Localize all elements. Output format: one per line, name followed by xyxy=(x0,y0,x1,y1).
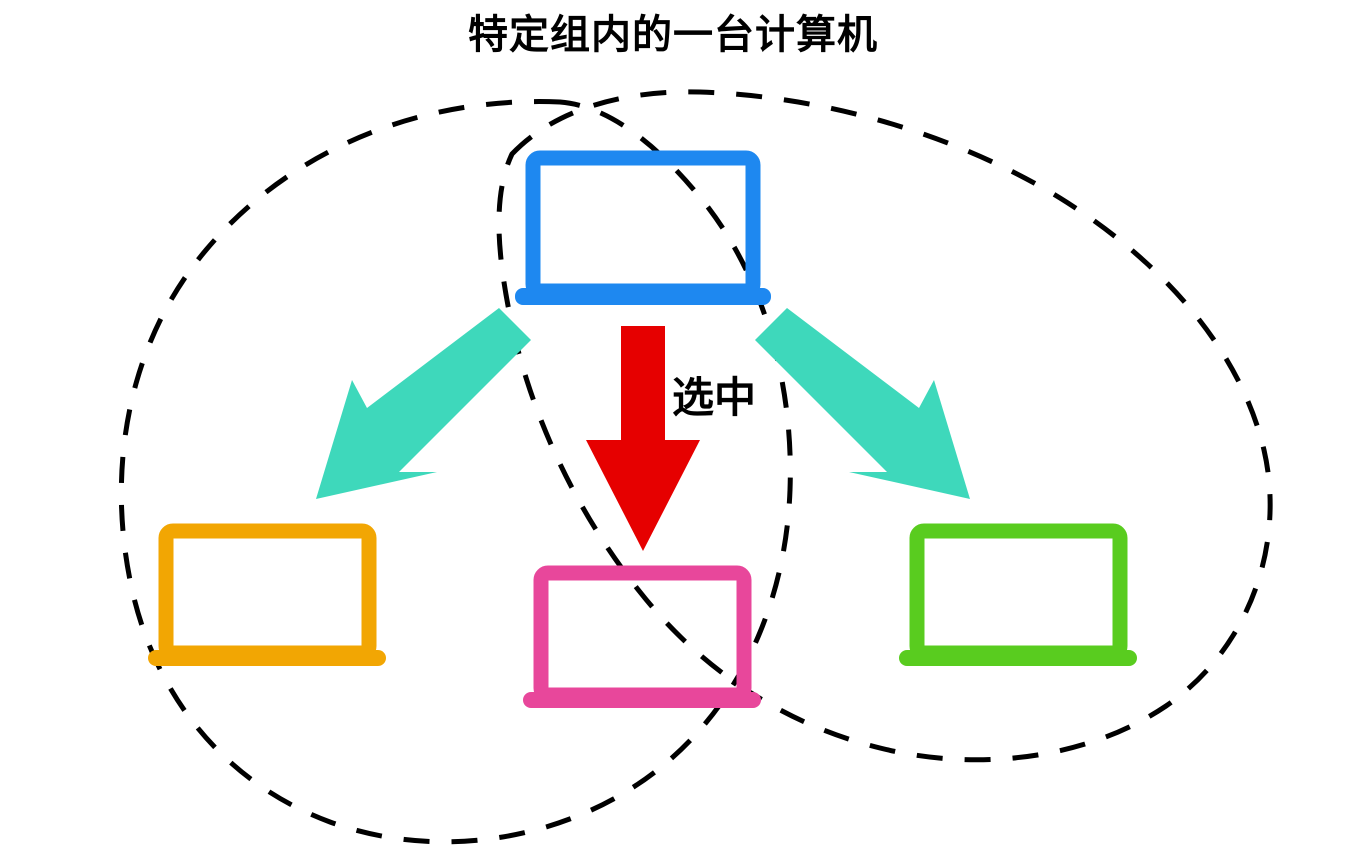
inner-group-region xyxy=(496,89,1273,763)
selected-label: 选中 xyxy=(672,373,757,422)
arrow-to-orange-shape xyxy=(316,308,531,499)
arrow-to-green xyxy=(755,308,970,499)
page-title: 特定组内的一台计算机 xyxy=(468,12,878,58)
arrow-to-orange xyxy=(316,308,531,499)
orange-computer-base xyxy=(148,650,386,666)
arrow-to-pink-shape xyxy=(586,326,700,551)
outer-group-region xyxy=(118,99,793,845)
pink-computer[interactable] xyxy=(523,565,761,708)
green-computer-base xyxy=(899,650,1137,666)
arrow-to-pink xyxy=(586,326,700,551)
pink-computer-base xyxy=(523,692,761,708)
green-computer-screen xyxy=(909,523,1128,661)
orange-computer[interactable] xyxy=(148,523,386,666)
blue-computer-base xyxy=(515,288,771,305)
green-computer[interactable] xyxy=(899,523,1137,666)
group-boundary xyxy=(118,89,1273,845)
arrow-to-green-shape xyxy=(755,308,970,499)
blue-computer[interactable] xyxy=(515,150,771,305)
orange-computer-screen xyxy=(158,523,377,661)
